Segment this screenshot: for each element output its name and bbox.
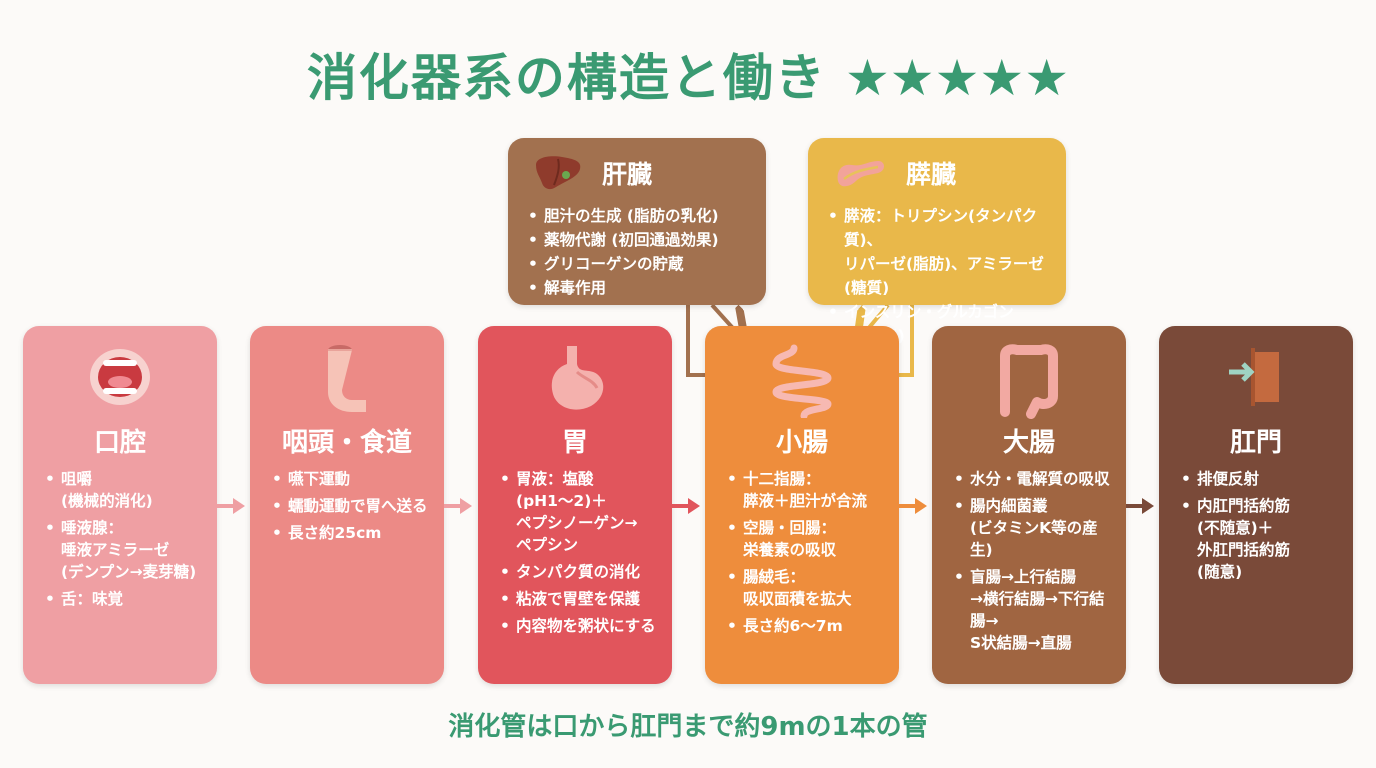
list-item: 舌：味覚: [45, 588, 205, 610]
large-intestine-icon: [1000, 344, 1058, 419]
flow-arrow-3: [672, 498, 700, 514]
list-item: 水分・電解質の吸収: [954, 468, 1114, 490]
pancreas-functions: 膵液：トリプシン(タンパク質)、 リパーゼ(脂肪)、アミラーゼ(糖質) インスリ…: [828, 204, 1056, 348]
list-item: 長さ約6〜7m: [727, 615, 887, 637]
oral-cavity-functions: 咀嚼 (機械的消化) 唾液腺： 唾液アミラーゼ (デンプン→麦芽糖) 舌：味覚: [45, 468, 205, 615]
large-intestine-name: 大腸: [1002, 428, 1055, 458]
pharynx-esophagus-card: 咽頭・食道 嚥下運動 蠕動運動で胃へ送る 長さ約25cm: [250, 326, 444, 684]
footer-note: 消化管は口から肛門まで約9mの1本の管: [448, 712, 928, 742]
large-intestine-functions: 水分・電解質の吸収 腸内細菌叢 (ビタミンK等の産生) 盲腸→上行結腸 →横行結…: [954, 468, 1114, 659]
flow-arrow-1: [217, 498, 245, 514]
pharynx-esophagus-functions: 嚥下運動 蠕動運動で胃へ送る 長さ約25cm: [272, 468, 432, 549]
esophagus-icon: [328, 345, 366, 412]
small-intestine-name: 小腸: [775, 428, 828, 458]
stomach-icon: [551, 346, 604, 410]
list-item: 薬物代謝 (初回通過効果): [528, 228, 756, 252]
small-intestine-card: 小腸 十二指腸： 膵液＋胆汁が合流 空腸・回腸： 栄養素の吸収 腸絨毛： 吸収面…: [705, 326, 899, 684]
anus-functions: 排便反射 内肛門括約筋 (不随意)＋ 外肛門括約筋 (随意): [1181, 468, 1341, 588]
title-text: 消化器系の構造と働き: [306, 49, 827, 107]
stomach-functions: 胃液：塩酸 (pH1〜2)＋ ペプシノーゲン→ ペプシン タンパク質の消化 粘液…: [500, 468, 660, 642]
pancreas-name: 膵臓: [906, 160, 957, 189]
stomach-card: 胃 胃液：塩酸 (pH1〜2)＋ ペプシノーゲン→ ペプシン タンパク質の消化 …: [478, 326, 672, 684]
liver-card: 肝臓 胆汁の生成 (脂肪の乳化) 薬物代謝 (初回通過効果) グリコーゲンの貯蔵…: [508, 138, 766, 305]
flow-arrow-4: [899, 498, 927, 514]
list-item: 腸内細菌叢 (ビタミンK等の産生): [954, 495, 1114, 561]
small-intestine-functions: 十二指腸： 膵液＋胆汁が合流 空腸・回腸： 栄養素の吸収 腸絨毛： 吸収面積を拡…: [727, 468, 887, 642]
list-item: 解毒作用: [528, 276, 756, 300]
mouth-icon: [90, 349, 150, 405]
small-intestine-icon: [772, 344, 832, 418]
list-item: 蠕動運動で胃へ送る: [272, 495, 432, 517]
exit-door-icon: [1229, 348, 1279, 406]
list-item: 盲腸→上行結腸 →横行結腸→下行結腸→ S状結腸→直腸: [954, 566, 1114, 654]
pancreas-icon: [837, 161, 884, 187]
liver-name: 肝臓: [602, 160, 653, 189]
list-item: 内容物を粥状にする: [500, 615, 660, 637]
liver-icon: [536, 156, 581, 190]
list-item: グリコーゲンの貯蔵: [528, 252, 756, 276]
stomach-name: 胃: [561, 428, 588, 458]
list-item: 粘液で胃壁を保護: [500, 588, 660, 610]
rating-stars: ★★★★★: [844, 49, 1070, 107]
page-title: 消化器系の構造と働き ★★★★★: [0, 38, 1376, 110]
flow-arrow-5: [1126, 498, 1154, 514]
list-item: 排便反射: [1181, 468, 1341, 490]
oral-cavity-name: 口腔: [93, 428, 146, 458]
list-item: 腸絨毛： 吸収面積を拡大: [727, 566, 887, 610]
anus-name: 肛門: [1229, 428, 1282, 458]
list-item: 空腸・回腸： 栄養素の吸収: [727, 517, 887, 561]
list-item: 長さ約25cm: [272, 522, 432, 544]
liver-functions: 胆汁の生成 (脂肪の乳化) 薬物代謝 (初回通過効果) グリコーゲンの貯蔵 解毒…: [528, 204, 756, 300]
anus-card: 肛門 排便反射 内肛門括約筋 (不随意)＋ 外肛門括約筋 (随意): [1159, 326, 1353, 684]
pancreas-card: 膵臓 膵液：トリプシン(タンパク質)、 リパーゼ(脂肪)、アミラーゼ(糖質) イ…: [808, 138, 1066, 345]
large-intestine-card: 大腸 水分・電解質の吸収 腸内細菌叢 (ビタミンK等の産生) 盲腸→上行結腸 →…: [932, 326, 1126, 684]
pharynx-esophagus-name: 咽頭・食道: [281, 428, 412, 458]
list-item: 内肛門括約筋 (不随意)＋ 外肛門括約筋 (随意): [1181, 495, 1341, 583]
oral-cavity-card: 口腔 咀嚼 (機械的消化) 唾液腺： 唾液アミラーゼ (デンプン→麦芽糖) 舌：…: [23, 326, 217, 684]
list-item: 膵液：トリプシン(タンパク質)、 リパーゼ(脂肪)、アミラーゼ(糖質): [828, 204, 1056, 300]
flow-arrow-2: [444, 498, 472, 514]
list-item: 咀嚼 (機械的消化): [45, 468, 205, 512]
list-item: 十二指腸： 膵液＋胆汁が合流: [727, 468, 887, 512]
list-item: 嚥下運動: [272, 468, 432, 490]
list-item: タンパク質の消化: [500, 561, 660, 583]
list-item: 胆汁の生成 (脂肪の乳化): [528, 204, 756, 228]
list-item: 胃液：塩酸 (pH1〜2)＋ ペプシノーゲン→ ペプシン: [500, 468, 660, 556]
list-item: 唾液腺： 唾液アミラーゼ (デンプン→麦芽糖): [45, 517, 205, 583]
